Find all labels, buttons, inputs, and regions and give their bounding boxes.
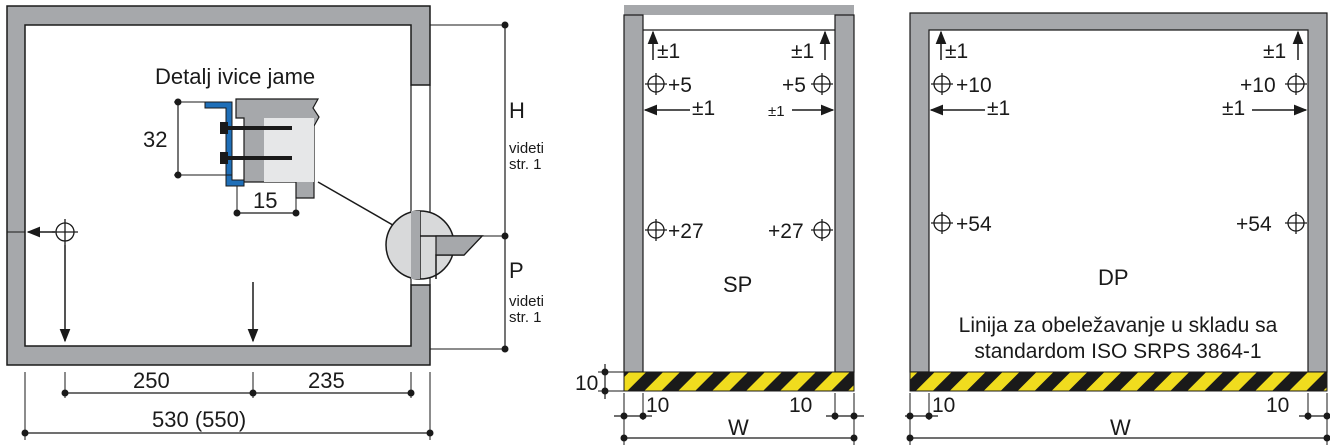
p-reference-line1: videti [509, 293, 544, 310]
dim-dot [407, 389, 415, 397]
dim-10-right: 10 [789, 394, 812, 417]
sp-label: SP [723, 272, 752, 297]
dim-dot [1304, 412, 1312, 420]
tol-mid-right: ±1 [768, 103, 785, 120]
dim-dot [639, 412, 647, 420]
dim-10-left: 10 [932, 394, 955, 417]
dim-10-left: 10 [646, 394, 669, 417]
hazard-stripe [909, 371, 1328, 392]
dim-dot [174, 98, 182, 106]
plus54-left: +54 [956, 213, 992, 236]
h-reference-line1: videti [509, 140, 544, 157]
p-reference-line2: str. 1 [509, 309, 542, 326]
left-wall [623, 14, 644, 373]
h-reference-line2: str. 1 [509, 156, 542, 173]
dim-dot [906, 412, 914, 420]
dim-235: 235 [308, 368, 345, 393]
dim-dot [850, 412, 858, 420]
dim-dot [1323, 434, 1330, 442]
magnifier-profile-fill [435, 235, 484, 256]
dim-dot [1323, 412, 1330, 420]
dp-elevation: ±1 ±1 +10 +10 ±1 ±1 +54 +54 DP Linija za… [905, 12, 1330, 445]
dim-dot [501, 345, 509, 353]
dim-dot [620, 434, 628, 442]
detail-leader-line [317, 181, 399, 229]
tol-mid-right: ±1 [1222, 97, 1245, 120]
dim-530: 530 (550) [152, 407, 246, 432]
right-wall [834, 14, 855, 373]
dim-dot [831, 412, 839, 420]
dim-dot [601, 368, 609, 376]
top-cap [624, 5, 854, 15]
plus10-right: +10 [1240, 74, 1276, 97]
dim-250: 250 [133, 368, 170, 393]
pit-plan: H videti str. 1 P videti str. 1 Detalj i… [6, 5, 544, 440]
w-label: W [728, 415, 749, 440]
dim-10-side: 10 [575, 372, 598, 395]
plus27-left: +27 [668, 220, 704, 243]
plus5-right: +5 [782, 74, 806, 97]
tol-top-left: ±1 [945, 40, 968, 63]
w-label: W [1110, 415, 1131, 440]
dim-dot [925, 412, 933, 420]
hazard-stripe [623, 371, 855, 392]
pit-edge-detail [204, 98, 320, 199]
sp-elevation: ±1 ±1 +5 +5 ±1 ±1 +27 +27 SP 10 [575, 5, 864, 445]
dim-dot [906, 434, 914, 442]
dp-label: DP [1098, 265, 1129, 290]
tol-top-left: ±1 [657, 40, 680, 63]
dim-32: 32 [143, 127, 167, 152]
h-label: H [509, 98, 525, 123]
dim-dot [620, 412, 628, 420]
dim-dot [21, 429, 29, 437]
dim-dot [601, 387, 609, 395]
plus27-right: +27 [768, 220, 804, 243]
dim-dot [292, 209, 300, 217]
tol-top-right: ±1 [1263, 40, 1286, 63]
plus10-left: +10 [956, 74, 992, 97]
dim-15: 15 [253, 188, 277, 213]
dim-dot [61, 389, 69, 397]
dim-dot [426, 429, 434, 437]
dim-10-right: 10 [1266, 394, 1289, 417]
plus54-right: +54 [1236, 213, 1272, 236]
tol-mid-left: ±1 [692, 97, 715, 120]
dim-dot [174, 171, 182, 179]
marking-note-line2: standardom ISO SRPS 3864-1 [974, 340, 1261, 363]
tol-mid-left: ±1 [987, 97, 1010, 120]
dim-dot [501, 21, 509, 29]
dim-dot [501, 232, 509, 240]
dim-dot [249, 389, 257, 397]
bolt-head-upper [220, 122, 228, 134]
dim-dot [233, 209, 241, 217]
magnifier-wall [411, 211, 420, 279]
bolt-head-lower [220, 152, 228, 164]
marking-note-line1: Linija za obeležavanje u skladu sa [959, 314, 1278, 337]
pit-wall [6, 5, 431, 366]
p-label: P [509, 258, 524, 283]
plus5-left: +5 [668, 74, 692, 97]
dim-dot [850, 434, 858, 442]
tol-top-right: ±1 [791, 40, 814, 63]
detail-title: Detalj ivice jame [155, 64, 315, 89]
